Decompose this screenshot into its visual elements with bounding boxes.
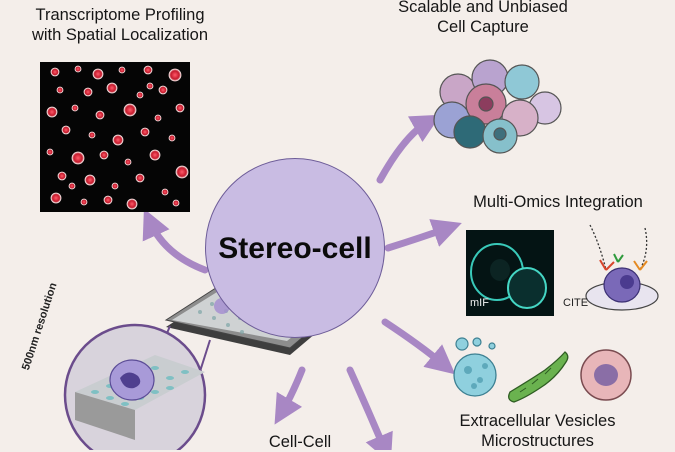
- arrow-to-bottom: [346, 366, 393, 450]
- transcriptome-line1: Transcriptome Profiling: [35, 6, 205, 24]
- capture-label: Scalable and Unbiased Cell Capture: [370, 0, 596, 37]
- mif-tag: mIF: [470, 297, 489, 309]
- cite-antibody-icon: [585, 224, 659, 311]
- arrow-to-vesicles: [381, 318, 456, 375]
- transcriptome-line2: with Spatial Localization: [31, 26, 209, 44]
- cell-icon: [580, 349, 632, 401]
- mif-cell-image-icon: [466, 230, 554, 316]
- cellcell-label: Cell-Cell: [268, 433, 332, 451]
- arrows: [142, 114, 462, 450]
- cell-cluster-icon: [433, 59, 562, 154]
- arrow-to-cellcell: [274, 366, 306, 425]
- hub-title: Stereo-cell: [218, 232, 372, 265]
- multiomics-label: Multi-Omics Integration: [473, 193, 643, 211]
- arrow-to-multiomics: [384, 219, 462, 252]
- capture-line2: Cell Capture: [437, 18, 529, 36]
- stereo-cell-hub: [205, 158, 385, 338]
- arrow-to-capture: [376, 114, 441, 184]
- bacterium-icon: [508, 351, 569, 403]
- vesicles-line2: Microstructures: [481, 432, 594, 450]
- vesicles-label: Extracellular Vesicles Microstructures: [430, 411, 645, 451]
- cite-tag: CITE: [563, 297, 589, 309]
- vesicle-icon: [453, 337, 497, 397]
- capture-line1: Scalable and Unbiased: [398, 0, 568, 16]
- arrow-to-transcriptome: [142, 208, 209, 274]
- vesicles-line1: Extracellular Vesicles: [459, 412, 616, 430]
- fluorescence-image-icon: [40, 62, 190, 212]
- transcriptome-label: Transcriptome Profiling with Spatial Loc…: [6, 5, 234, 45]
- magnified-chip-icon: [63, 323, 207, 450]
